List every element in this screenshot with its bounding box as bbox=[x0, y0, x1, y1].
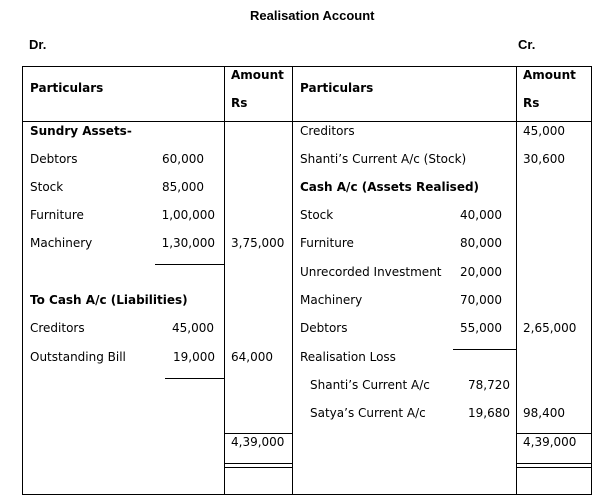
liabilities-subtotal-rule bbox=[165, 378, 224, 379]
right-grand-total: 4,39,000 bbox=[523, 435, 577, 449]
shanti-stock-amount: 30,600 bbox=[523, 152, 565, 166]
right-amount-header: Amount bbox=[523, 68, 576, 82]
right-particulars-header: Particulars bbox=[300, 81, 374, 95]
loss-total: 98,400 bbox=[523, 406, 565, 420]
center-divider bbox=[292, 66, 293, 495]
cash-machinery-label: Machinery bbox=[300, 293, 363, 307]
right-total-double-rule-1 bbox=[516, 463, 591, 464]
sundry-stock-amount: 85,000 bbox=[162, 180, 204, 194]
right-outer-border bbox=[591, 66, 592, 495]
cash-investment-label: Unrecorded Investment bbox=[300, 265, 442, 279]
realisation-loss-heading: Realisation Loss bbox=[300, 350, 396, 364]
right-amount-unit: Rs bbox=[523, 96, 540, 110]
liability-creditors-amount: 45,000 bbox=[172, 321, 214, 335]
cash-assets-heading: Cash A/c (Assets Realised) bbox=[300, 180, 480, 194]
cash-debtors-label: Debtors bbox=[300, 321, 348, 335]
liability-outstanding-bill-amount: 19,000 bbox=[173, 350, 215, 364]
left-grand-total: 4,39,000 bbox=[231, 435, 285, 449]
right-total-top-rule bbox=[516, 433, 591, 434]
credit-label: Cr. bbox=[518, 37, 536, 52]
liabilities-total: 64,000 bbox=[231, 350, 273, 364]
sundry-debtors-amount: 60,000 bbox=[162, 152, 204, 166]
right-amount-left-border bbox=[516, 66, 517, 495]
cash-investment-amount: 20,000 bbox=[460, 265, 502, 279]
debit-label: Dr. bbox=[29, 37, 47, 52]
cash-stock-label: Stock bbox=[300, 208, 334, 222]
cash-debtors-amount: 55,000 bbox=[460, 321, 502, 335]
sundry-machinery-amount: 1,30,000 bbox=[161, 236, 215, 250]
sundry-subtotal-rule bbox=[155, 264, 224, 265]
sundry-furniture-label: Furniture bbox=[30, 208, 84, 222]
cash-subtotal-rule bbox=[453, 349, 516, 350]
cash-total: 2,65,000 bbox=[523, 321, 577, 335]
liability-outstanding-bill-label: Outstanding Bill bbox=[30, 350, 126, 364]
left-amount-unit: Rs bbox=[231, 96, 248, 110]
sundry-furniture-amount: 1,00,000 bbox=[161, 208, 215, 222]
liability-creditors-label: Creditors bbox=[30, 321, 85, 335]
loss-satya-amount: 19,680 bbox=[468, 406, 510, 420]
left-total-double-rule-1 bbox=[224, 463, 292, 464]
page-title: Realisation Account bbox=[250, 8, 375, 23]
shanti-stock-label: Shanti’s Current A/c (Stock) bbox=[300, 152, 467, 166]
loss-shanti-amount: 78,720 bbox=[468, 378, 510, 392]
left-amount-header: Amount bbox=[231, 68, 284, 82]
sundry-debtors-label: Debtors bbox=[30, 152, 78, 166]
cash-furniture-amount: 80,000 bbox=[460, 236, 502, 250]
liabilities-heading: To Cash A/c (Liabilities) bbox=[30, 293, 188, 307]
cash-furniture-label: Furniture bbox=[300, 236, 354, 250]
left-outer-border bbox=[22, 66, 23, 495]
table-bottom-border bbox=[22, 494, 592, 495]
right-total-double-rule-2 bbox=[516, 467, 591, 468]
left-particulars-header: Particulars bbox=[30, 81, 104, 95]
loss-shanti-label: Shanti’s Current A/c bbox=[310, 378, 430, 392]
left-total-double-rule-2 bbox=[224, 467, 292, 468]
creditors-label: Creditors bbox=[300, 124, 355, 138]
cash-stock-amount: 40,000 bbox=[460, 208, 502, 222]
sundry-assets-total: 3,75,000 bbox=[231, 236, 285, 250]
sundry-assets-heading: Sundry Assets- bbox=[30, 124, 132, 138]
creditors-amount: 45,000 bbox=[523, 124, 565, 138]
sundry-stock-label: Stock bbox=[30, 180, 64, 194]
sundry-machinery-label: Machinery bbox=[30, 236, 93, 250]
loss-satya-label: Satya’s Current A/c bbox=[310, 406, 426, 420]
table-top-border bbox=[22, 66, 592, 67]
cash-machinery-amount: 70,000 bbox=[460, 293, 502, 307]
left-total-top-rule bbox=[224, 433, 292, 434]
left-amount-left-border bbox=[224, 66, 225, 495]
header-bottom-border bbox=[22, 121, 592, 122]
